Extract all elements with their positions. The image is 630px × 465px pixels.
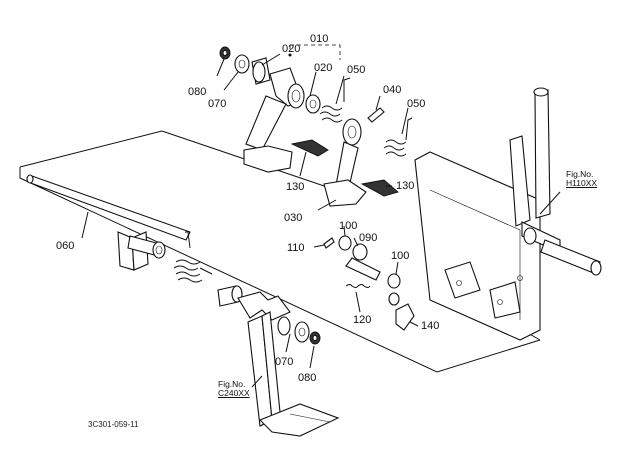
callout-020-upper: 020 [282,43,301,55]
leader-lines [81,53,561,388]
callout-120: 120 [353,314,372,326]
fig-ref-h110[interactable]: Fig.No. H110XX [566,170,597,188]
fig-ref-c240[interactable]: Fig.No. C240XX [218,380,250,398]
shaft-060 [26,174,191,271]
callout-080-lower: 080 [298,372,317,384]
linkage-parts [323,235,415,331]
lower-pedal [217,285,340,437]
upper-pedal-assembly [219,46,385,173]
pedal-arm-030 [323,117,413,207]
callout-100-lower: 100 [391,250,410,262]
fig-ref-h110-prefix: Fig.No. [566,169,594,179]
callout-040: 040 [383,84,402,96]
callout-110: 110 [287,242,305,254]
callout-070-upper: 070 [208,98,227,110]
callout-090: 090 [359,232,378,244]
callout-070-lower: 070 [275,356,294,368]
callout-010: 010 [310,33,329,45]
fig-ref-h110-code[interactable]: H110XX [566,178,598,188]
callout-060: 060 [56,240,75,252]
document-id: 3C301-059-11 [88,420,139,429]
callout-080-upper: 080 [188,86,207,98]
callout-050-left: 050 [347,64,366,76]
callout-130-left: 130 [286,181,305,193]
callout-020-lower: 020 [314,62,333,74]
callout-100-upper: 100 [339,220,358,232]
callout-050-right: 050 [407,98,426,110]
callout-140: 140 [421,320,440,332]
group-bracket-010 [288,44,341,60]
callout-130-right: 130 [396,180,415,192]
fig-ref-c240-code[interactable]: C240XX [218,388,250,398]
frame-bracket [414,87,602,341]
spring-lower [173,231,213,283]
fig-ref-c240-prefix: Fig.No. [218,379,246,389]
callout-030: 030 [284,212,303,224]
